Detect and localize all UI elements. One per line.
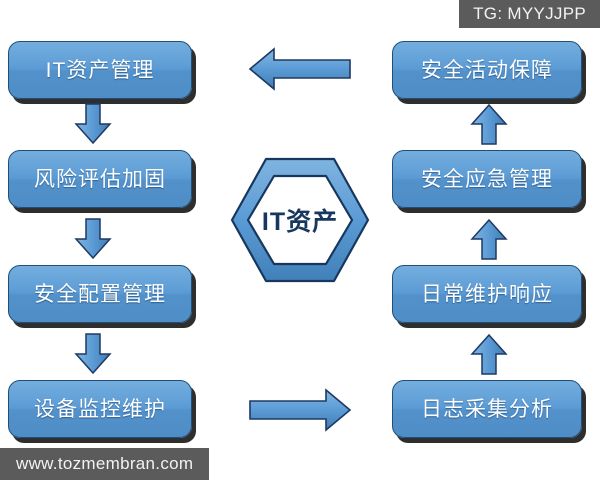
center-hexagon[interactable]: IT资产 bbox=[228, 155, 372, 285]
arrow-down-icon bbox=[74, 333, 112, 375]
node-label: 安全配置管理 bbox=[34, 282, 166, 306]
node-daily-maintenance-response[interactable]: 日常维护响应 bbox=[392, 265, 582, 323]
arrow-up-icon bbox=[470, 218, 508, 260]
arrow-down-icon bbox=[74, 103, 112, 145]
watermark-label: www.tozmembran.com bbox=[16, 454, 194, 473]
node-label: 风险评估加固 bbox=[34, 167, 166, 191]
node-security-configuration-management[interactable]: 安全配置管理 bbox=[8, 265, 192, 323]
node-it-asset-management[interactable]: IT资产管理 bbox=[8, 41, 192, 99]
node-log-collection-analysis[interactable]: 日志采集分析 bbox=[392, 380, 582, 438]
node-label: 日志采集分析 bbox=[421, 397, 553, 421]
arrow-up-icon bbox=[470, 333, 508, 375]
arrow-right-icon bbox=[248, 387, 352, 433]
node-label: 日常维护响应 bbox=[421, 282, 553, 306]
watermark: www.tozmembran.com bbox=[0, 448, 210, 480]
node-device-monitoring-maintenance[interactable]: 设备监控维护 bbox=[8, 380, 192, 438]
node-label: 设备监控维护 bbox=[34, 397, 166, 421]
node-label: 安全活动保障 bbox=[421, 58, 553, 82]
arrow-left-icon bbox=[248, 46, 352, 92]
node-label: 安全应急管理 bbox=[421, 167, 553, 191]
tg-badge: TG: MYYJJPP bbox=[459, 0, 600, 28]
node-risk-assessment-hardening[interactable]: 风险评估加固 bbox=[8, 150, 192, 208]
node-label: IT资产管理 bbox=[45, 58, 155, 82]
node-security-emergency-management[interactable]: 安全应急管理 bbox=[392, 150, 582, 208]
node-security-activity-assurance[interactable]: 安全活动保障 bbox=[392, 41, 582, 99]
arrow-up-icon bbox=[470, 103, 508, 145]
tg-badge-label: TG: MYYJJPP bbox=[473, 4, 586, 23]
arrow-down-icon bbox=[74, 218, 112, 260]
